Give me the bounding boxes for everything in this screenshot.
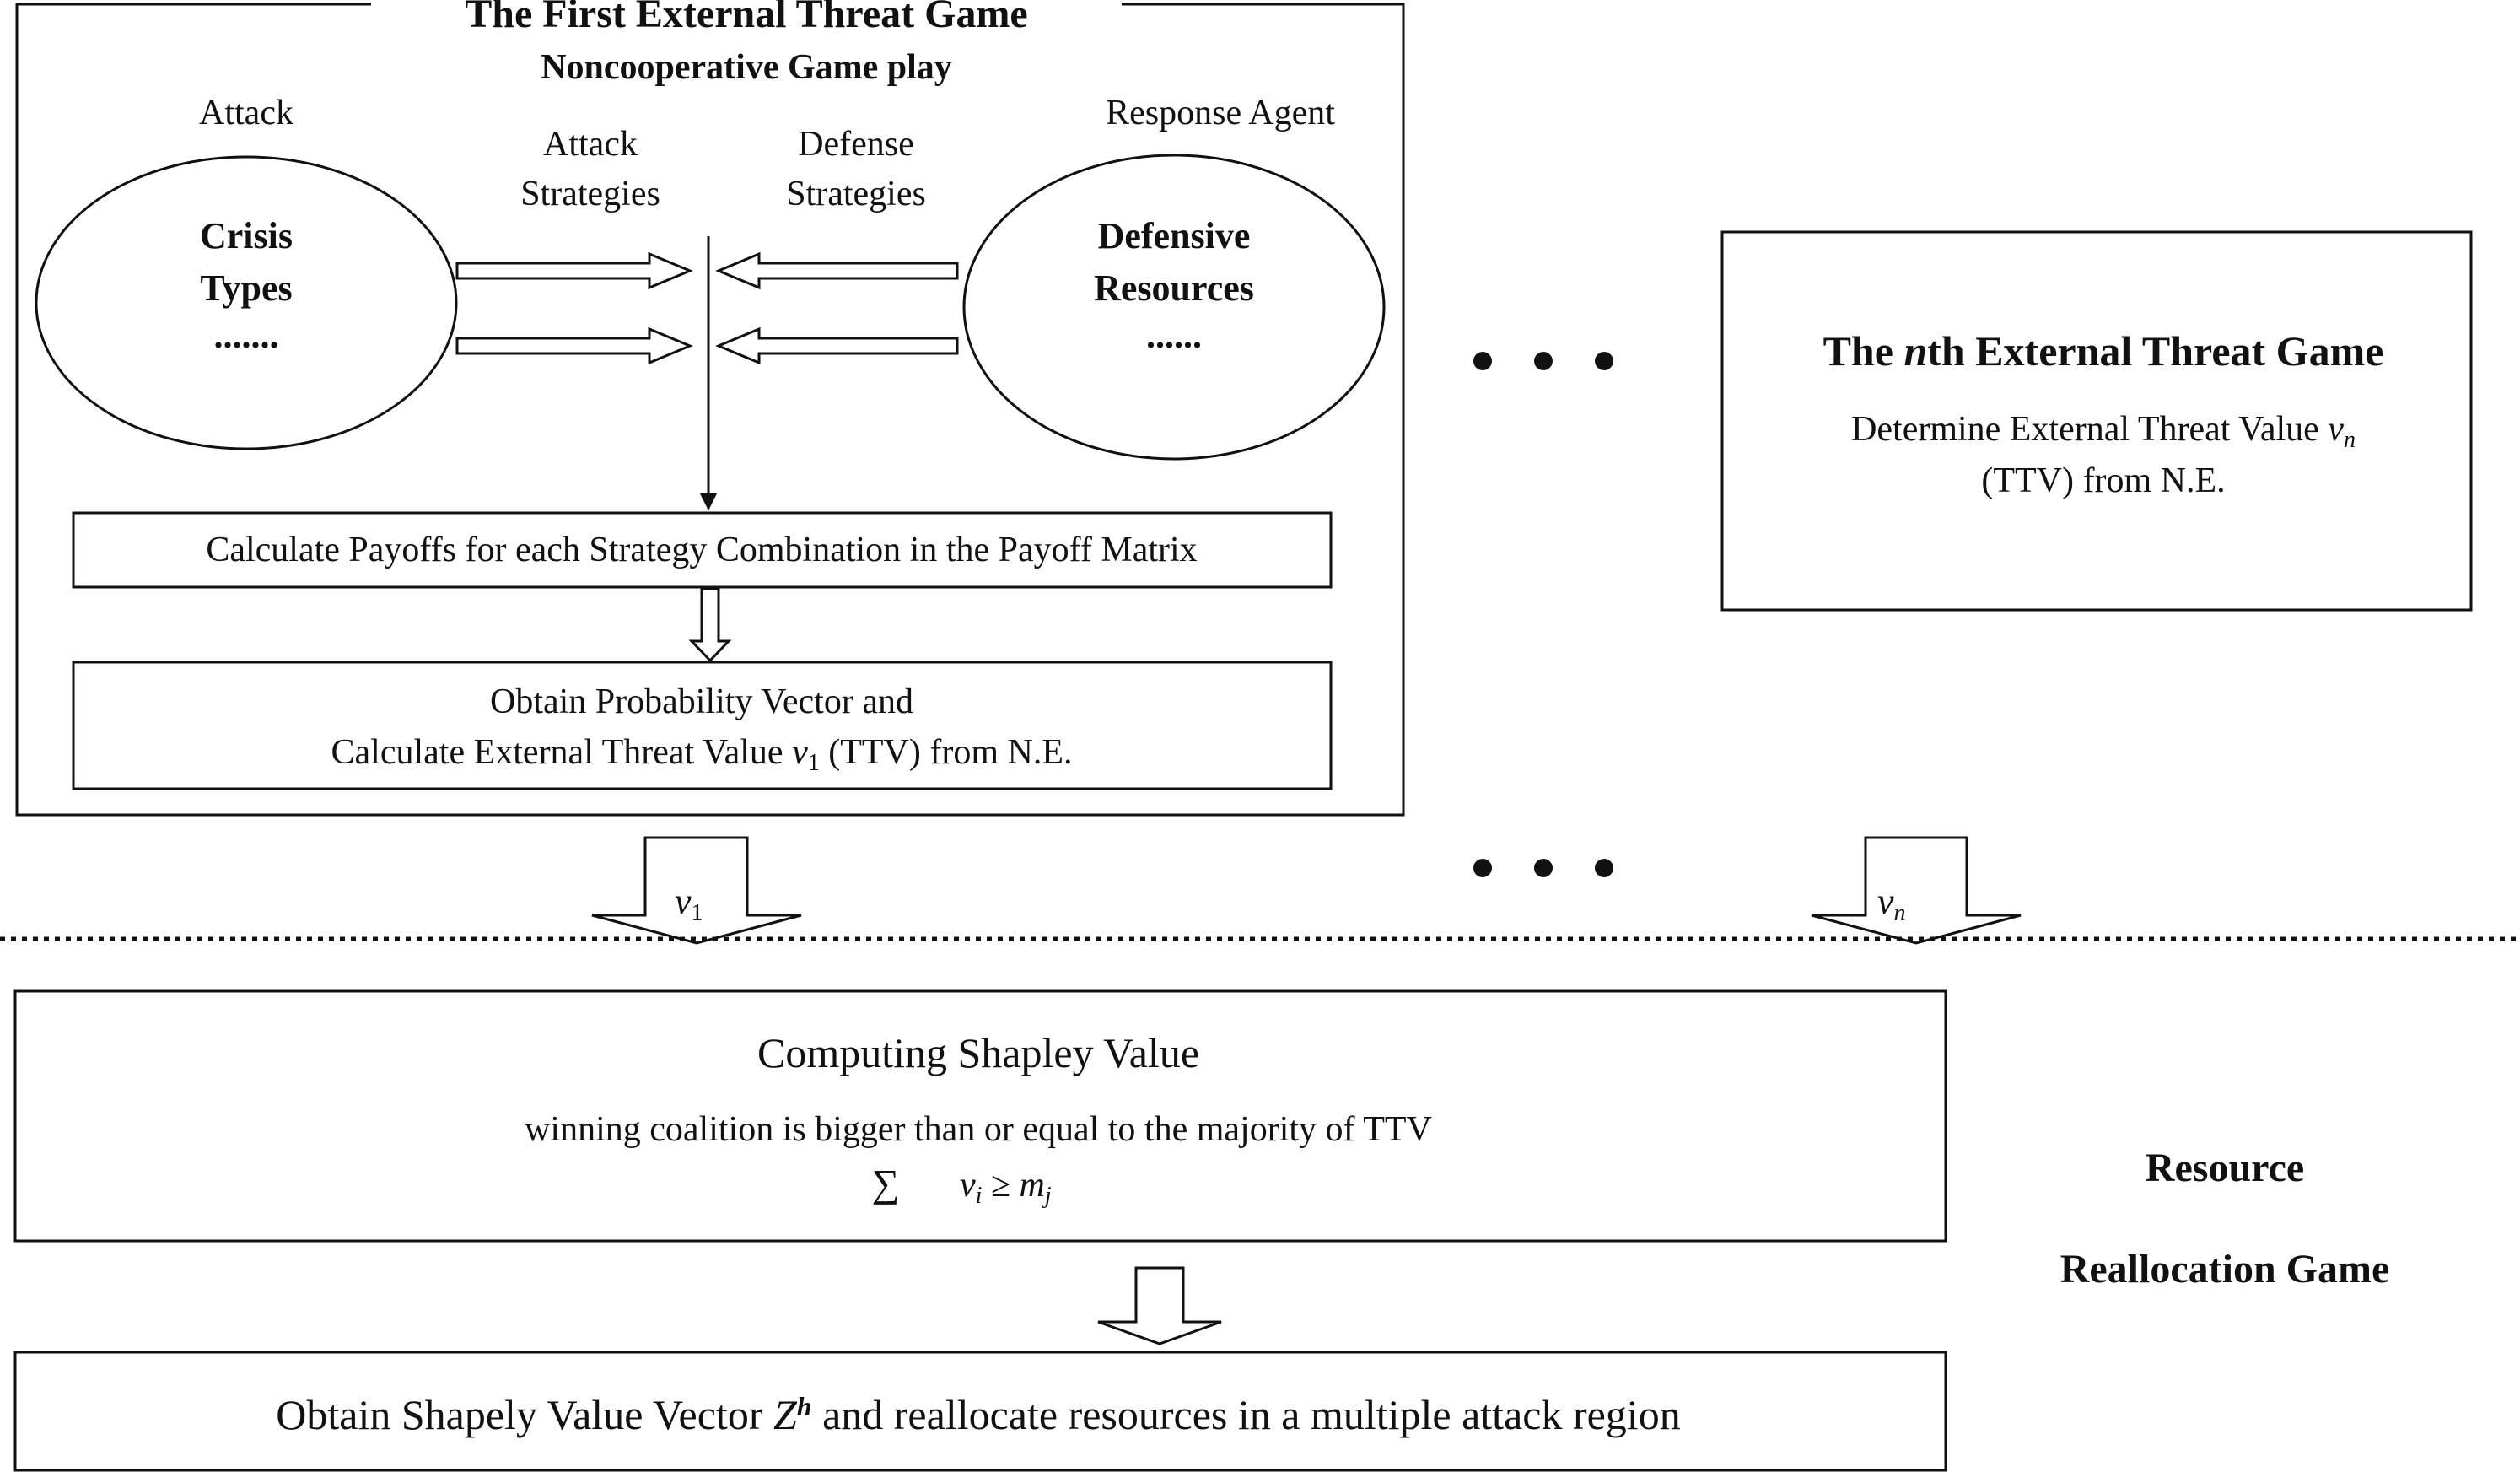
defensive-ellipsis: ...... [1146,315,1202,356]
result-box [13,1351,1947,1472]
v1-label: v1 [675,881,703,926]
nth-game-box [1720,230,2473,612]
side-label-line2: Reallocation Game [2060,1247,2390,1291]
attack-label: Attack [199,94,293,132]
shapley-title: Computing Shapley Value [757,1029,1199,1076]
defense-strategies-line2: Strategies [786,175,926,213]
shapley-down-arrow [1097,1266,1222,1345]
result-text: Obtain Shapely Value Vector Zh and reall… [276,1391,1680,1438]
attack-arrow-lower [455,326,693,365]
probability-box [72,661,1333,790]
side-label-line1: Resource [2146,1146,2304,1190]
defense-arrow-lower [715,326,959,365]
first-game-subtitle: Noncooperative Game play [541,48,952,87]
attack-arrow-upper [455,251,693,290]
probability-line2: Calculate External Threat Value v1 (TTV)… [331,733,1073,776]
response-agent-label: Response Agent [1106,94,1335,132]
probability-line1: Obtain Probability Vector and [490,682,913,721]
continuation-dots-upper [1473,352,1613,370]
defense-strategies-line1: Defense [798,125,914,164]
shapley-condition: winning coalition is bigger than or equa… [525,1110,1432,1149]
nth-game-line1: Determine External Threat Value vn [1851,410,2356,453]
defensive-resources-ellipse [962,154,1386,461]
payoffs-box [72,511,1333,589]
defense-arrow-upper [715,251,959,290]
sum-symbol: ∑ [872,1162,900,1205]
title-gap [371,0,1122,34]
shapley-box [13,989,1947,1243]
payoffs-down-arrow [688,587,732,663]
vn-down-arrow [1811,836,2022,945]
v1-down-arrow [591,836,802,945]
first-game-title: The First External Threat Game [465,0,1027,36]
crisis-ellipsis: ....... [214,315,279,356]
vn-label: vn [1877,881,1906,926]
shapley-formula: vi ≥ mj [960,1166,1052,1209]
nth-game-line2: (TTV) from N.E. [1981,461,2225,500]
crisis-types-ellipse [35,155,458,450]
attack-strategies-line1: Attack [543,125,638,164]
continuation-dots-lower [1473,859,1613,877]
nth-game-title: The nth External Threat Game [1823,327,2384,375]
payoffs-text: Calculate Payoffs for each Strategy Comb… [206,531,1197,569]
attack-strategies-line2: Strategies [520,175,660,213]
crisis-types-line1: Crisis [200,215,293,256]
defensive-resources-line2: Resources [1094,267,1254,309]
crisis-types-line2: Types [200,267,292,309]
defensive-resources-line1: Defensive [1098,215,1251,256]
